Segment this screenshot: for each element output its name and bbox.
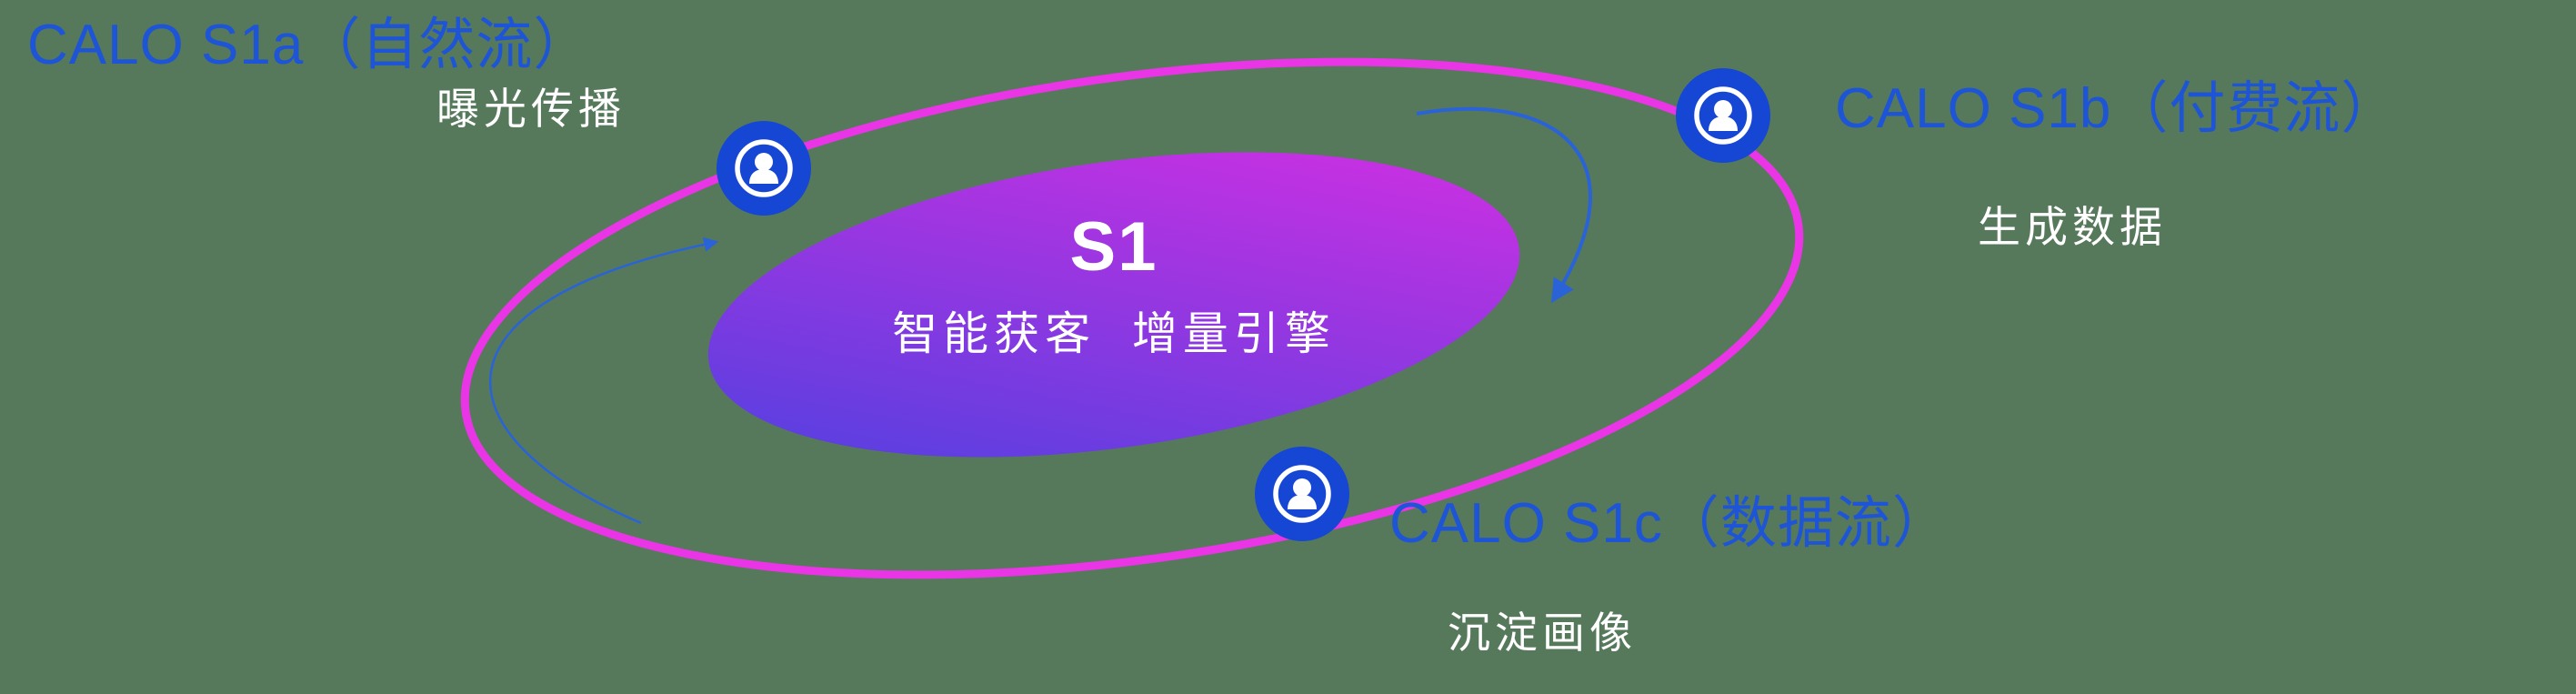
core-title: S1: [1069, 208, 1158, 286]
user-icon: [1676, 68, 1770, 163]
flow-arrow-left: [489, 236, 719, 525]
satellite-node-s1b: [1676, 68, 1770, 163]
label-s1b-title: CALO S1b（付费流）: [1835, 77, 2399, 140]
satellite-node-s1a: [717, 121, 811, 216]
label-s1b-subtitle: 生成数据: [1978, 203, 2167, 251]
core-subtitle: 智能获客 增量引擎: [892, 308, 1336, 359]
core-label: S1 智能获客 增量引擎: [841, 207, 1387, 363]
label-s1c-subtitle: 沉淀画像: [1448, 609, 1637, 657]
label-s1a-title: CALO S1a（自然流）: [27, 14, 591, 76]
orbit-ring: [460, 57, 1804, 579]
user-icon: [717, 121, 811, 216]
flow-arrow-right: [1416, 106, 1592, 304]
satellite-node-s1c: [1255, 447, 1349, 541]
label-s1a-subtitle: 曝光传播: [436, 85, 626, 133]
user-icon: [1255, 447, 1349, 541]
label-s1c-title: CALO S1c（数据流）: [1389, 492, 1950, 555]
core-ellipse: [707, 152, 1520, 458]
